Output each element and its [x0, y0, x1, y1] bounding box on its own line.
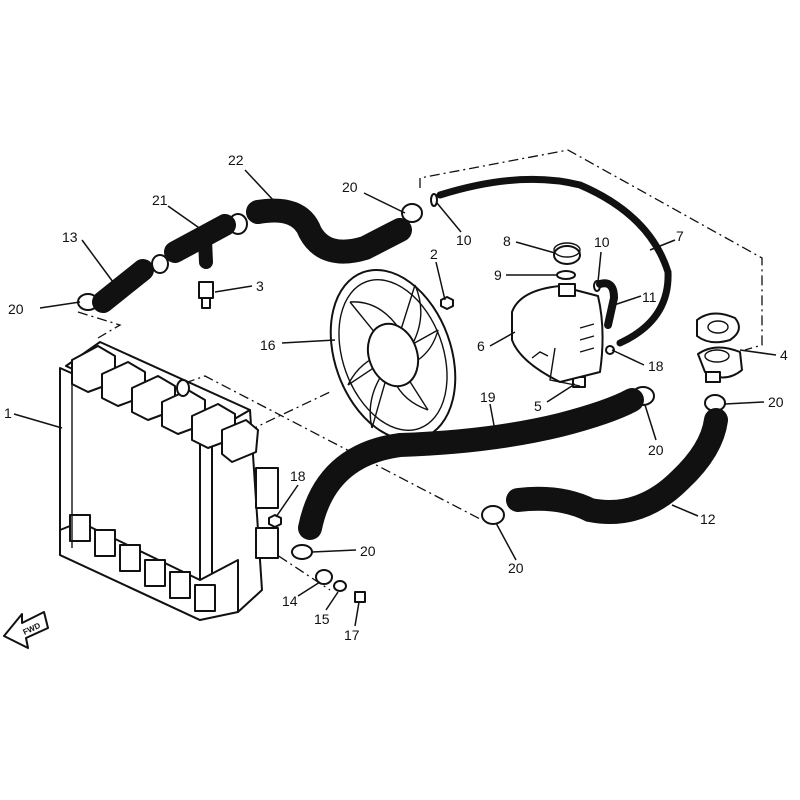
callout-8: 8: [503, 233, 511, 249]
callout-21: 21: [152, 192, 168, 208]
callout-10-left: 10: [456, 232, 472, 248]
callout-20-bottom: 20: [508, 560, 524, 576]
callout-7: 7: [676, 228, 684, 244]
callout-6: 6: [477, 338, 485, 354]
callout-17: 17: [344, 627, 360, 643]
radiator: [59, 341, 279, 621]
callout-18-radiator: 18: [290, 468, 306, 484]
callout-22: 22: [228, 152, 244, 168]
callout-12: 12: [700, 511, 716, 527]
callout-2: 2: [430, 246, 438, 262]
callout-labels: 1 2 3 4 5 6 7 8 9 10 10 11 12 13 14 15 1…: [4, 152, 788, 643]
callout-4: 4: [780, 347, 788, 363]
leader-lines: [13, 169, 777, 627]
callout-1: 1: [4, 405, 12, 421]
callout-9: 9: [494, 267, 502, 283]
callout-13: 13: [62, 229, 78, 245]
callout-5: 5: [534, 398, 542, 414]
radiator-cap-assembly: [696, 312, 743, 383]
callout-18-tank: 18: [648, 358, 664, 374]
cooling-fan: [329, 268, 457, 442]
callout-11: 11: [642, 289, 657, 305]
reservoir-tank: [511, 242, 604, 387]
callout-20-mid-right: 20: [648, 442, 664, 458]
hoses: [92, 175, 728, 540]
callout-20-far-right: 20: [768, 394, 784, 410]
callout-20-left: 20: [8, 301, 24, 317]
fasteners-and-clamps: [77, 193, 726, 603]
callout-20-radiator: 20: [360, 543, 376, 559]
callout-10-right: 10: [594, 234, 610, 250]
callout-14: 14: [282, 593, 298, 609]
forward-direction-arrow: FWD: [3, 611, 49, 649]
callout-20-top: 20: [342, 179, 358, 195]
callout-3: 3: [256, 278, 264, 294]
callout-19: 19: [480, 389, 496, 405]
callout-15: 15: [314, 611, 330, 627]
callout-16: 16: [260, 337, 276, 353]
